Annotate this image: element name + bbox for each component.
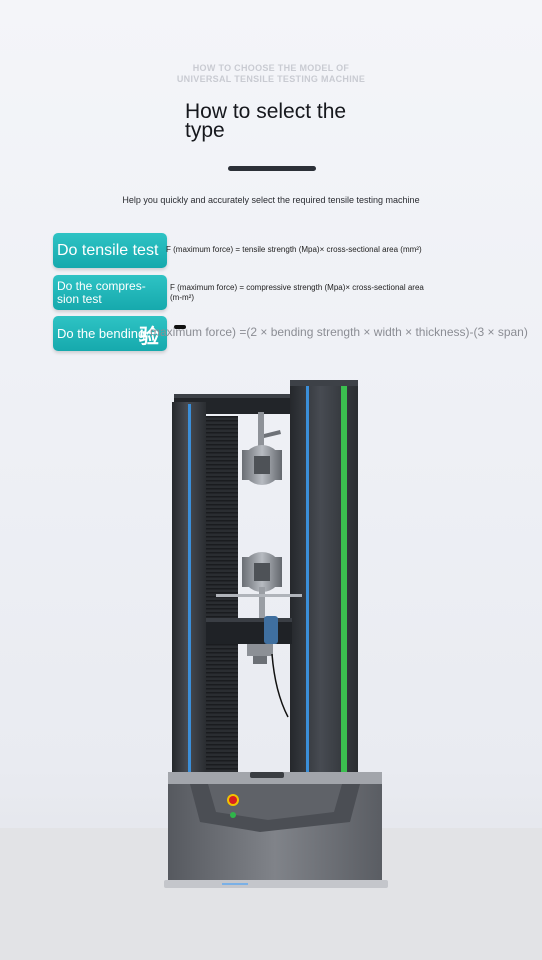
bending-formula: maximum force) =(2 × bending strength × … (150, 325, 528, 339)
bending-test-button[interactable]: Do the bending (53, 316, 167, 351)
page-subtitle: Help you quickly and accurately select t… (122, 195, 420, 205)
tensile-test-button[interactable]: Do tensile test (53, 233, 167, 268)
compression-test-label: Do the compres-sion test (57, 278, 146, 306)
eyebrow-line-2: UNIVERSAL TENSILE TESTING MACHINE (176, 74, 366, 84)
page-title: How to select the type (185, 100, 347, 142)
bending-test-label: Do the bending (57, 326, 146, 341)
compression-test-button[interactable]: Do the compres-sion test (53, 275, 167, 310)
tensile-formula: F (maximum force) = tensile strength (Mp… (166, 245, 422, 254)
compression-formula: F (maximum force) = compressive strength… (170, 283, 424, 302)
title-underline (228, 166, 316, 171)
testing-machine-illustration (164, 380, 388, 888)
tensile-test-label: Do tensile test (57, 241, 159, 259)
artifact-mark (174, 325, 186, 329)
eyebrow-line-1: HOW TO CHOOSE THE MODEL OF (192, 63, 350, 73)
overlay-glyph: 验 (139, 326, 159, 348)
